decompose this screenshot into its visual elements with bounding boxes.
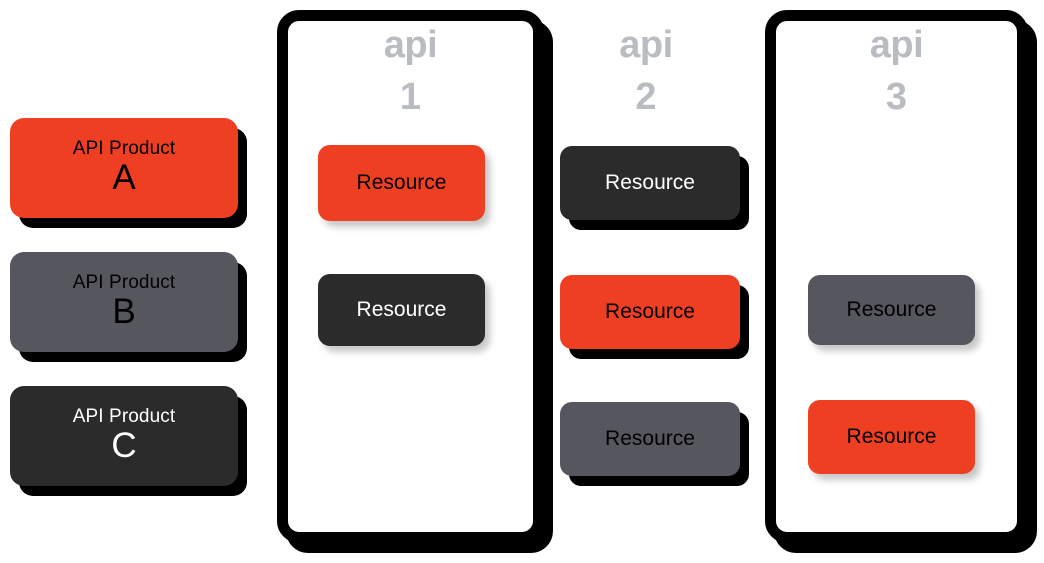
api-product-title: API Product — [72, 406, 176, 428]
api-2-heading: api 2 — [556, 26, 736, 116]
api-product-letter: B — [112, 292, 136, 332]
api-2-resource-1[interactable]: Resource — [560, 146, 740, 220]
api-1-resource-1[interactable]: Resource — [318, 145, 485, 221]
api-2-heading-word: api — [619, 24, 673, 66]
api-product-letter: C — [111, 426, 137, 466]
api-1-resource-2[interactable]: Resource — [318, 274, 485, 346]
api-3-resource-1[interactable]: Resource — [808, 275, 975, 345]
api-3-resource-2[interactable]: Resource — [808, 400, 975, 474]
api-2-resource-2[interactable]: Resource — [560, 275, 740, 349]
api-2-resource-3[interactable]: Resource — [560, 402, 740, 476]
api-product-title: API Product — [72, 272, 176, 294]
api-product-title: API Product — [72, 138, 176, 160]
api-product-letter: A — [112, 158, 136, 198]
api-2-heading-number: 2 — [635, 76, 657, 118]
